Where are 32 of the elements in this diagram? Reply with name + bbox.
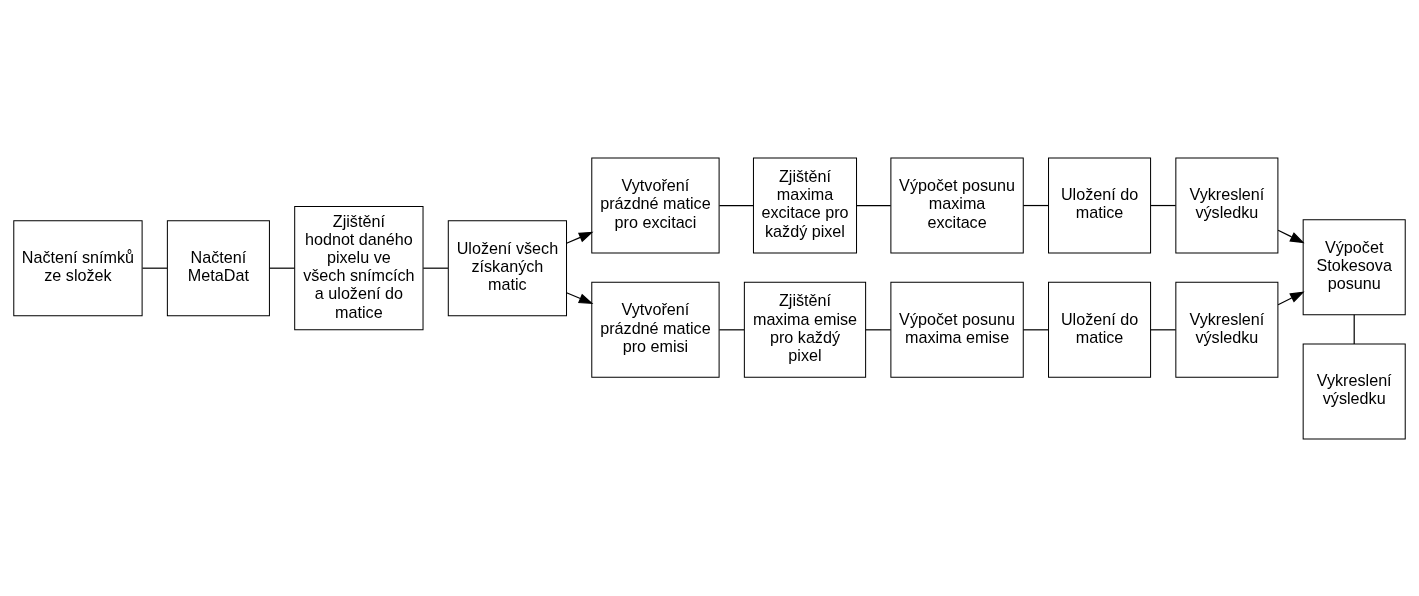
node-box: Zjištění maxima emise pro každý pixel [743,281,867,378]
node-box: Vykreslení výsledku [1175,157,1279,254]
node-box: Vytvoření prázdné matice pro emisi [591,281,720,378]
node-box: Výpočet posunu maxima emise [890,281,1024,378]
arrow [1277,229,1305,243]
connector [1022,328,1049,330]
node-box: Vykreslení výsledku [1302,342,1406,439]
node-box: Uložení všech získaných matic [447,219,568,316]
connector [1353,313,1355,344]
connector [1150,204,1177,206]
connector [141,267,168,269]
connector [1150,328,1177,330]
connector [1022,204,1049,206]
node-box: Výpočet posunu maxima excitace [890,157,1024,254]
arrow [565,231,594,244]
connector [718,328,745,330]
node-box: Načtení snímků ze složek [13,219,143,316]
node-box: Vykreslení výsledku [1175,281,1279,378]
node-box: Vytvoření prázdné matice pro excitaci [591,157,720,254]
connector [856,204,892,206]
arrow [1277,291,1305,305]
arrow [565,291,594,304]
node-box: Načtení MetaDat [166,219,270,316]
node-box: Výpočet Stokesova posunu [1302,218,1406,315]
node-box: Uložení do matice [1048,281,1152,378]
node-box: Zjištění maxima excitace pro každý pixel [752,157,858,254]
connector [269,267,296,269]
node-box: Zjištění hodnot daného pixelu ve všech snímcích a uložení do matice [294,205,424,330]
connector [422,267,449,269]
connector [718,204,754,206]
node-box: Uložení do matice [1048,157,1152,254]
connector [865,328,892,330]
